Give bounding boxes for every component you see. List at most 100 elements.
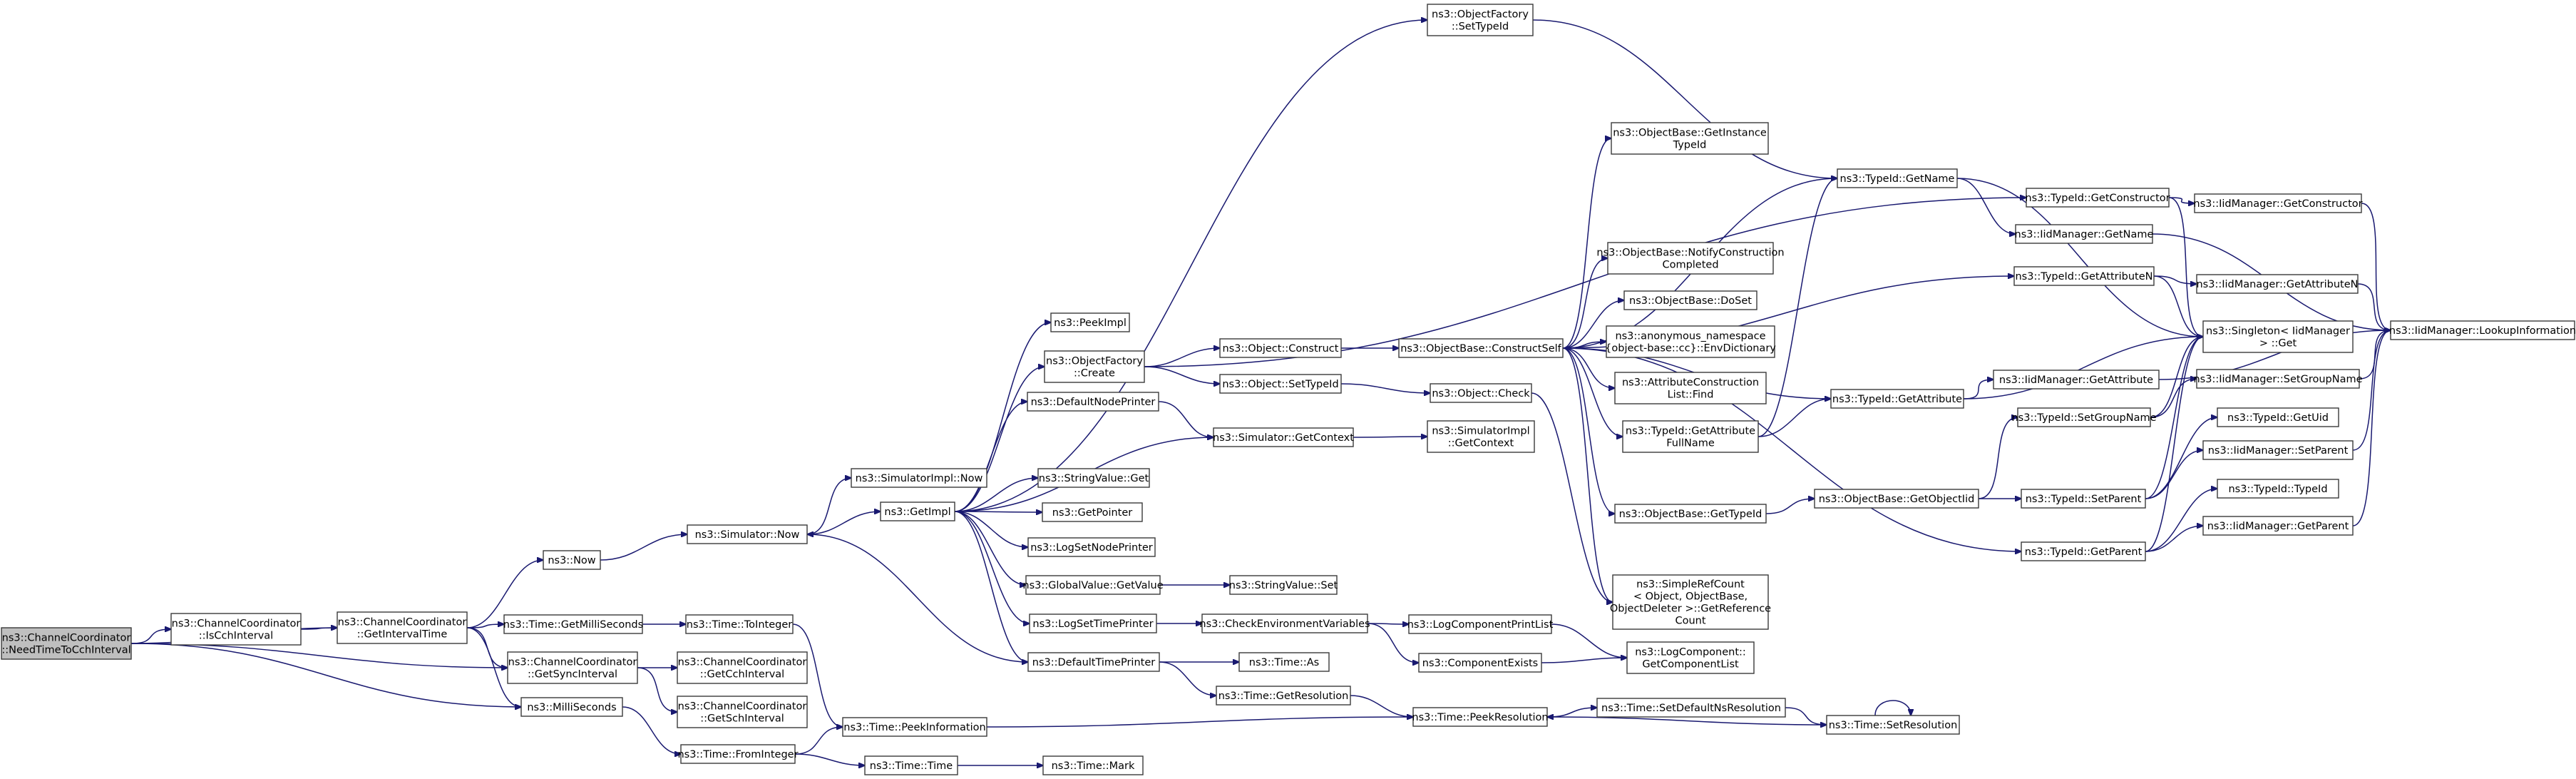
node-box [2202, 440, 2354, 460]
node-iidmgetattr[interactable]: ns3::IidManager::GetAttribute [1993, 370, 2160, 390]
node-tidgetparent[interactable]: ns3::TypeId::GetParent [2021, 541, 2146, 561]
node-iidmgetctor[interactable]: ns3::IidManager::GetConstructor [2193, 193, 2363, 213]
edge-setres-to-setres [1874, 700, 1911, 716]
node-timems[interactable]: ns3::Time::GetMilliSeconds [503, 614, 643, 634]
node-defnodeprinter[interactable]: ns3::DefaultNodePrinter [1027, 392, 1159, 412]
node-box [2021, 489, 2146, 509]
node-need[interactable]: ns3::ChannelCoordinator::NeedTimeToCchIn… [1, 627, 132, 660]
edge-obconstructself-to-obnotify [1562, 258, 1608, 349]
node-gvgetvalue[interactable]: ns3::GlobalValue::GetValue [1022, 575, 1164, 595]
node-timemark[interactable]: ns3::Time::Mark [1042, 755, 1144, 775]
edge-tointeger-to-peekinfo [792, 623, 843, 727]
node-obgettypeid[interactable]: ns3::ObjectBase::GetTypeId [1614, 504, 1767, 524]
edge-setres-to-peekres [1547, 717, 1827, 725]
node-box [1027, 392, 1159, 412]
node-tointeger[interactable]: ns3::Time::ToInteger [685, 614, 794, 634]
node-box [1408, 614, 1552, 634]
node-box [851, 468, 987, 488]
node-label-line: ns3::IidManager::GetAttribute [1999, 375, 2153, 386]
node-tidgetctor[interactable]: ns3::TypeId::GetConstructor [2025, 188, 2170, 208]
node-label-line: ::GetCchInterval [700, 669, 784, 681]
node-peekinfo[interactable]: ns3::Time::PeekInformation [842, 717, 987, 737]
node-iidmlookup[interactable]: ns3::IidManager::LookupInformation [2389, 320, 2576, 340]
node-tidtypeid[interactable]: ns3::TypeId::TypeId [2217, 479, 2339, 499]
node-getcch[interactable]: ns3::ChannelCoordinator::GetCchInterval [677, 651, 808, 684]
node-objcheck[interactable]: ns3::Object::Check [1430, 383, 1532, 403]
node-timetime[interactable]: ns3::Time::Time [864, 755, 958, 775]
node-tidgetattr[interactable]: ns3::TypeId::GetAttribute [1830, 389, 1964, 409]
edge-obconstructself-to-simplerefcount [1562, 347, 1613, 602]
node-setres[interactable]: ns3::Time::SetResolution [1826, 715, 1960, 735]
node-iidmgetname[interactable]: ns3::IidManager::GetName [2015, 224, 2154, 244]
node-anonenv[interactable]: ns3::anonymous_namespace{object-base::cc… [1605, 325, 1776, 358]
node-simplerefcount[interactable]: ns3::SimpleRefCount< Object, ObjectBase,… [1610, 574, 1771, 630]
node-logsetnode[interactable]: ns3::LogSetNodePrinter [1027, 537, 1156, 557]
node-getpointer[interactable]: ns3::GetPointer [1042, 502, 1143, 522]
node-box [1029, 613, 1157, 633]
node-logsettime[interactable]: ns3::LogSetTimePrinter [1029, 613, 1157, 633]
node-siminow[interactable]: ns3::SimulatorImpl::Now [851, 468, 987, 488]
node-objconstruct[interactable]: ns3::Object::Construct [1219, 338, 1342, 358]
node-logcompgetlist[interactable]: ns3::LogComponent::GetComponentList [1626, 641, 1755, 674]
node-label-line: ns3::ChannelCoordinator [2, 633, 131, 644]
edge-getinttime-to-now [466, 560, 543, 628]
node-iidmsetparent[interactable]: ns3::IidManager::SetParent [2202, 440, 2354, 460]
node-peekres[interactable]: ns3::Time::PeekResolution [1412, 707, 1549, 727]
node-checkenv[interactable]: ns3::CheckEnvironmentVariables [1199, 613, 1370, 633]
node-obdoset[interactable]: ns3::ObjectBase::DoSet [1623, 290, 1757, 310]
node-iscch[interactable]: ns3::ChannelCoordinator::IsCchInterval [170, 613, 302, 646]
node-iidmgetattrn[interactable]: ns3::IidManager::GetAttributeN [2196, 274, 2359, 294]
node-label-line: ns3::DefaultNodePrinter [1031, 397, 1156, 408]
node-now[interactable]: ns3::Now [543, 550, 601, 570]
node-objsettypeid[interactable]: ns3::Object::SetTypeId [1219, 374, 1342, 394]
edge-deftimeprinter-to-timegetres [1159, 661, 1216, 696]
node-getimpl[interactable]: ns3::GetImpl [880, 501, 955, 521]
node-label-line: ns3::ChannelCoordinator [678, 657, 807, 668]
node-logcompprint[interactable]: ns3::LogComponentPrintList [1407, 614, 1554, 634]
node-obnotify[interactable]: ns3::ObjectBase::NotifyConstructionCompl… [1596, 242, 1785, 275]
node-millisec[interactable]: ns3::MilliSeconds [520, 697, 623, 717]
node-box [520, 697, 623, 717]
node-strvalset[interactable]: ns3::StringValue::Set [1229, 575, 1338, 595]
node-getinttime[interactable]: ns3::ChannelCoordinator::GetIntervalTime [337, 611, 468, 644]
node-timeas[interactable]: ns3::Time::As [1238, 652, 1330, 672]
node-obconstructself[interactable]: ns3::ObjectBase::ConstructSelf [1398, 338, 1564, 358]
node-simigetctx[interactable]: ns3::SimulatorImpl::GetContext [1427, 420, 1535, 453]
node-peekimpl[interactable]: ns3::PeekImpl [1050, 312, 1130, 332]
node-simnow[interactable]: ns3::Simulator::Now [687, 524, 808, 544]
node-box [864, 755, 958, 775]
node-tidgetuid[interactable]: ns3::TypeId::GetUid [2217, 407, 2339, 427]
edge-getimpl-to-ofcreate [954, 367, 1045, 512]
node-ofcreate[interactable]: ns3::ObjectFactory::Create [1044, 350, 1145, 383]
node-box [1216, 686, 1351, 706]
node-strvalget[interactable]: ns3::StringValue::Get [1037, 468, 1150, 488]
node-tidsetparent[interactable]: ns3::TypeId::SetParent [2021, 489, 2146, 509]
node-label-line: ns3::ChannelCoordinator [508, 657, 637, 668]
node-tidsetgroup[interactable]: ns3::TypeId::SetGroupName [2011, 407, 2157, 427]
node-tidgetname[interactable]: ns3::TypeId::GetName [1837, 168, 1958, 188]
node-label-line: ns3::ComponentExists [1422, 658, 1539, 669]
node-simgetctx[interactable]: ns3::Simulator::GetContext [1213, 427, 1354, 447]
node-frominteger[interactable]: ns3::Time::FromInteger [677, 744, 799, 764]
node-iidmsetgroup[interactable]: ns3::IidManager::SetGroupName [2193, 369, 2363, 389]
node-timegetres[interactable]: ns3::Time::GetResolution [1216, 686, 1351, 706]
node-singleton[interactable]: ns3::Singleton< IidManager> ::Get [2202, 320, 2354, 353]
node-label-line: {object-base::cc}::EnvDictionary [1605, 343, 1776, 355]
node-getsch[interactable]: ns3::ChannelCoordinator::GetSchInterval [677, 696, 808, 728]
node-setdefnsres[interactable]: ns3::Time::SetDefaultNsResolution [1596, 698, 1786, 718]
node-obgetobjtid[interactable]: ns3::ObjectBase::GetObjectIid [1814, 489, 1979, 509]
node-label-line: GetComponentList [1642, 659, 1739, 671]
node-ofsettypeid[interactable]: ns3::ObjectFactory::SetTypeId [1427, 4, 1534, 36]
node-compexists[interactable]: ns3::ComponentExists [1418, 653, 1542, 673]
node-tidgetattrn[interactable]: ns3::TypeId::GetAttributeN [2013, 266, 2155, 286]
node-box [337, 611, 468, 644]
node-box [2202, 516, 2354, 536]
node-getsync[interactable]: ns3::ChannelCoordinator::GetSyncInterval [507, 651, 638, 684]
node-label-line: ns3::Object::Check [1432, 388, 1530, 399]
node-iidmgetparent[interactable]: ns3::IidManager::GetParent [2202, 516, 2354, 536]
node-deftimeprinter[interactable]: ns3::DefaultTimePrinter [1027, 652, 1160, 672]
edge-tidgetattrfull-to-tidgetname [1757, 178, 1837, 437]
